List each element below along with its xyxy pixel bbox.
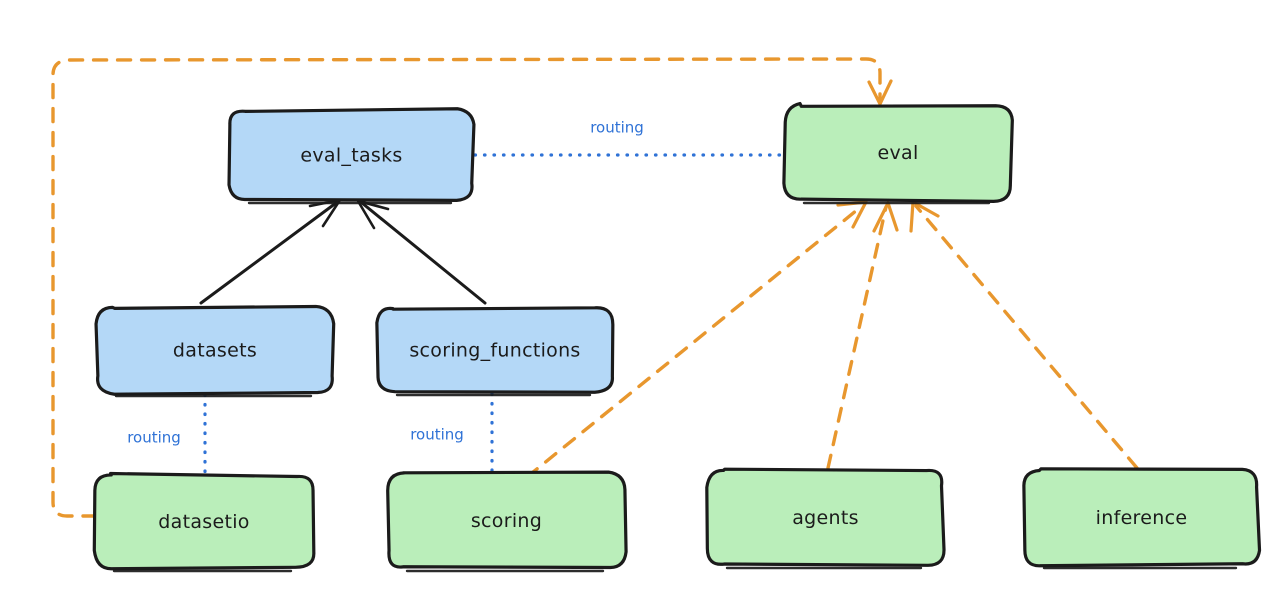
edge-path-scoring-functions-eval-tasks [360, 201, 487, 305]
node-shape-agents [705, 467, 946, 567]
node-shape-datasets [94, 304, 336, 396]
node-shape-eval_tasks [227, 107, 476, 202]
node-label-datasetio: datasetio [158, 511, 249, 533]
node-label-eval_tasks: eval_tasks [300, 145, 402, 167]
node-label-scoring_functions: scoring_functions [409, 340, 580, 362]
node-eval[interactable]: eval [782, 101, 1014, 205]
node-shape-inference [1022, 467, 1262, 568]
node-datasetio[interactable]: datasetio [92, 471, 316, 573]
edge-path-agents-eval [826, 205, 888, 470]
lbl-routing-scoring: routing [410, 426, 464, 444]
edge-labels-layer: routing routing routing [127, 119, 644, 447]
node-shape-scoring [386, 470, 628, 570]
node-scoring_functions[interactable]: scoring_functions [375, 306, 615, 397]
lbl-routing-eval: routing [590, 119, 644, 137]
node-eval_tasks[interactable]: eval_tasks [227, 107, 476, 205]
node-inference[interactable]: inference [1022, 467, 1262, 570]
lbl-routing-datasets: routing [127, 429, 181, 447]
edge-path-inference-eval [914, 204, 1139, 470]
edge-agents-to-eval [826, 201, 899, 470]
edge-inference-to-eval [909, 200, 1139, 470]
node-shape-scoring_functions [375, 306, 615, 394]
node-shape-datasetio [92, 471, 316, 571]
node-label-scoring: scoring [471, 510, 542, 532]
node-scoring[interactable]: scoring [386, 470, 628, 573]
edge-path-datasetio-eval [51, 57, 882, 518]
node-label-datasets: datasets [173, 340, 257, 362]
arrow-head-agents-eval [872, 201, 899, 233]
arrow-head-datasetio-eval [867, 79, 893, 106]
node-label-inference: inference [1096, 507, 1188, 529]
node-shape-eval [782, 101, 1014, 203]
edge-datasetio-to-eval [51, 57, 893, 518]
edge-scoring-functions-to-eval-tasks [356, 199, 487, 305]
node-label-eval: eval [877, 142, 918, 164]
edge-path-scoring-eval [525, 204, 864, 479]
edge-path-datasets-eval-tasks [199, 201, 338, 305]
node-label-agents: agents [792, 507, 859, 529]
node-agents[interactable]: agents [705, 467, 946, 570]
edge-datasets-to-eval-tasks [199, 198, 342, 305]
nodes-layer: eval_tasks eval datasets scoring_functionsd… [92, 101, 1262, 573]
node-datasets[interactable]: datasets [94, 304, 336, 398]
